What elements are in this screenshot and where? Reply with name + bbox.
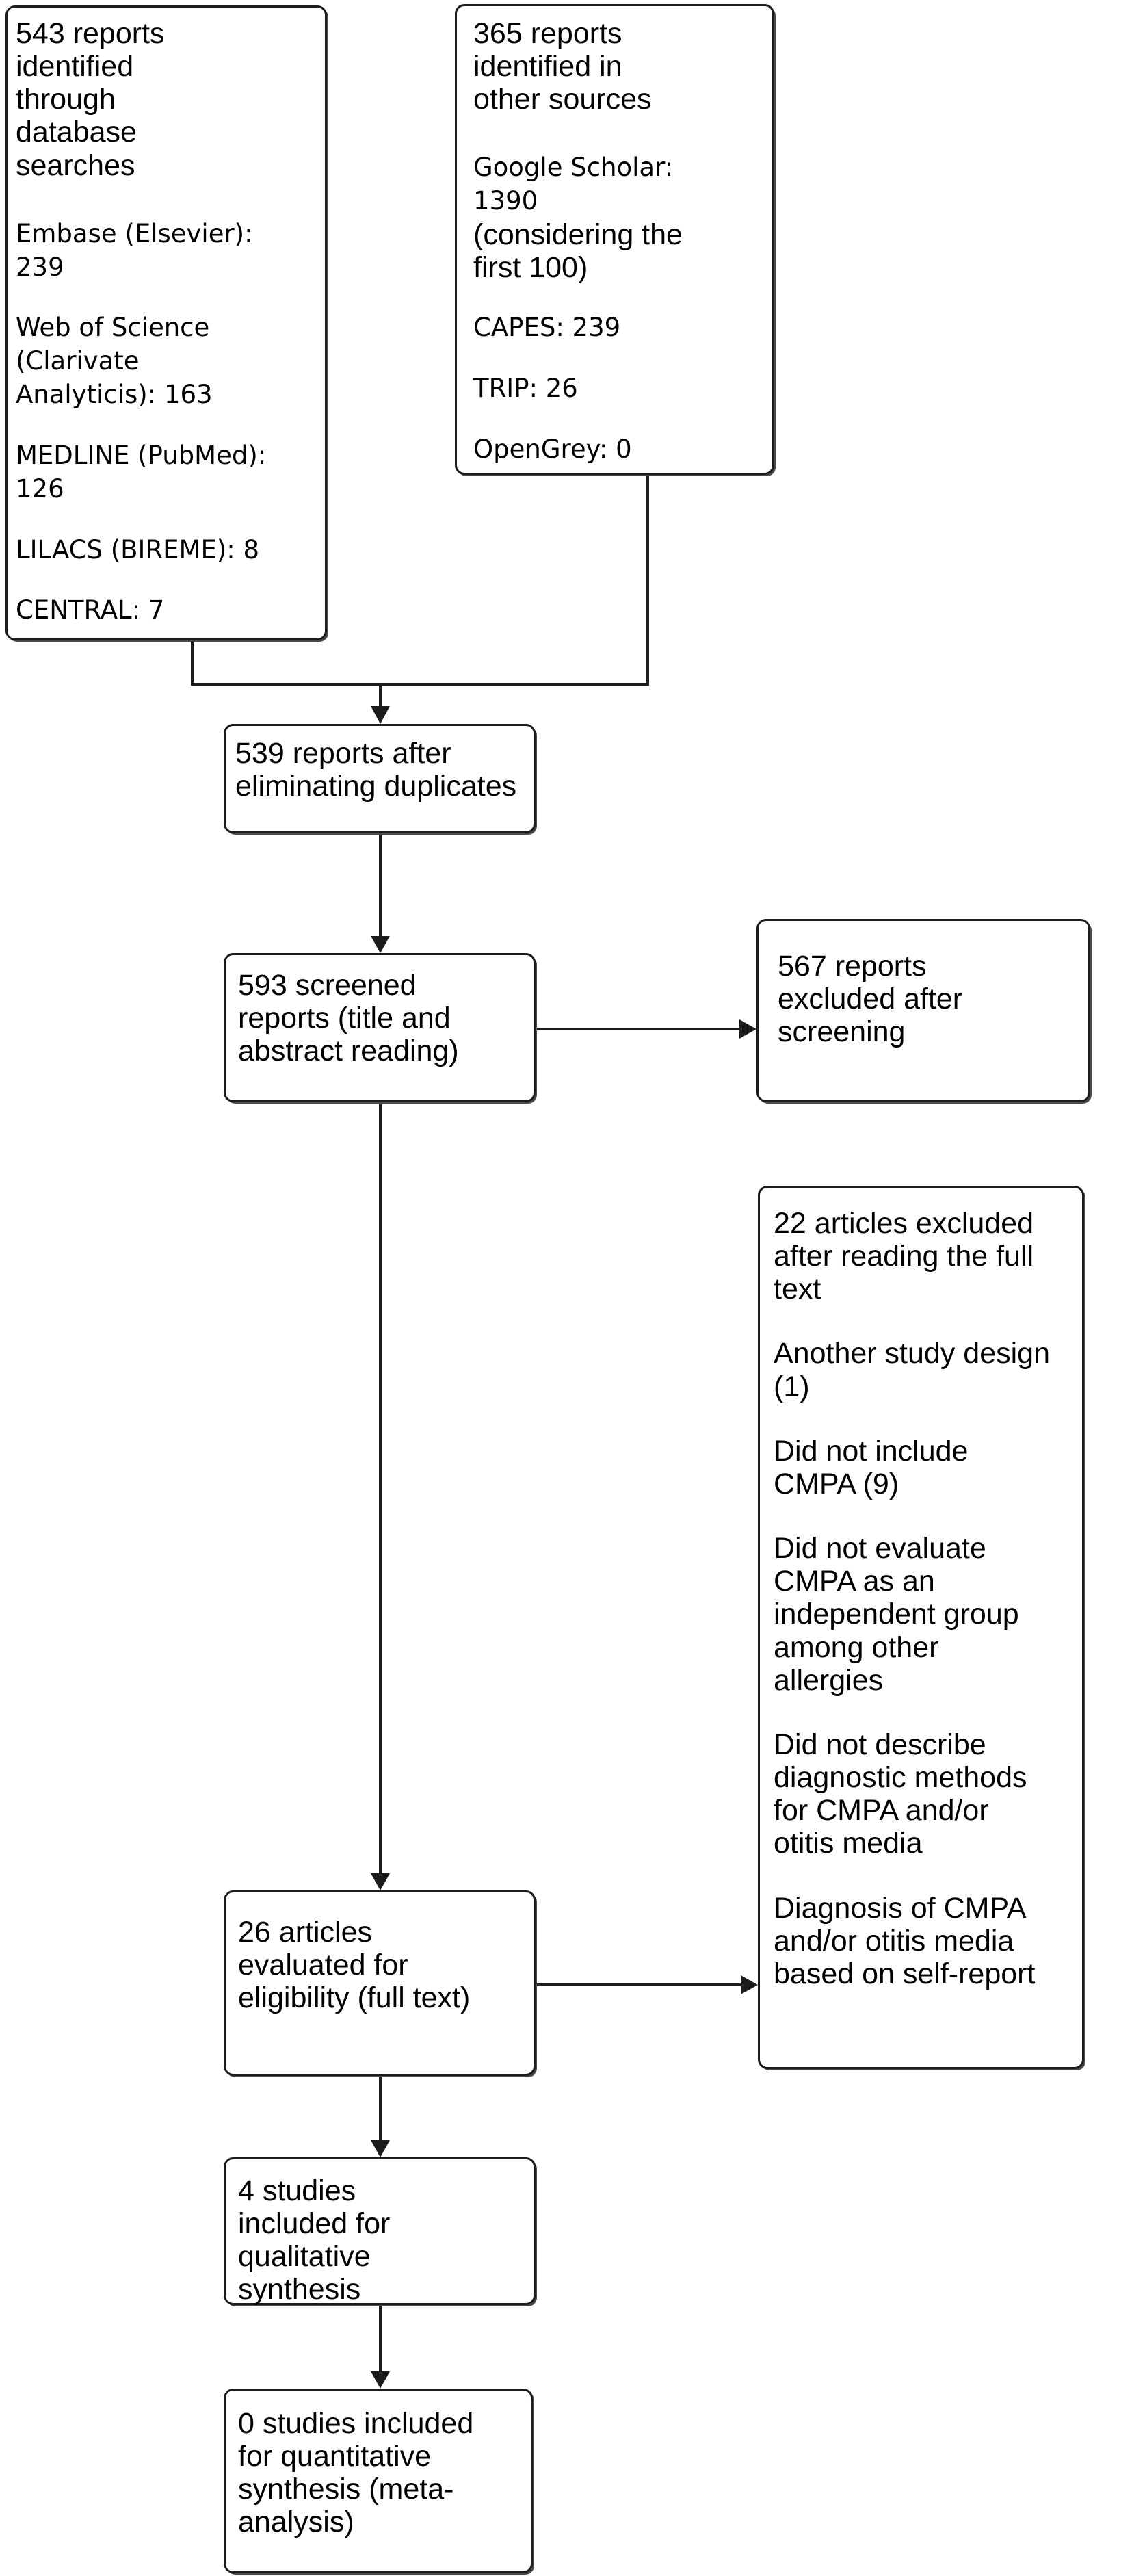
box-qualitative-synthesis: 4 studies included for qualitative synth… [224, 2157, 536, 2306]
exclusion-reason: Another study design (1) [774, 1337, 1050, 1403]
box-screened-reports: 593 screened reports (title and abstract… [224, 953, 536, 1102]
arrow-right-icon [741, 1975, 758, 1994]
box-heading: 567 reports excluded after screening [778, 950, 963, 1049]
database-count-item: Web of Science (Clarivate Analyticis): 1… [16, 313, 213, 410]
box-heading: 539 reports after eliminating duplicates [235, 737, 517, 803]
database-count-item: MEDLINE (PubMed): 126 [16, 440, 267, 504]
database-count-item: LILACS (BIREME): 8 [16, 534, 260, 564]
database-count-item: Embase (Elsevier): 239 [16, 218, 253, 282]
box-quantitative-synthesis: 0 studies included for quantitative synt… [224, 2389, 533, 2573]
box-heading: 543 reports identified through database … [16, 17, 165, 182]
exclusion-reason: Did not include CMPA (9) [774, 1434, 969, 1500]
box-excluded-after-screening: 567 reports excluded after screening [756, 919, 1090, 1102]
exclusion-reason: Did not evaluate CMPA as an independent … [774, 1532, 1019, 1697]
box-heading: 4 studies included for qualitative synth… [238, 2174, 391, 2306]
arrow-down-icon [371, 2140, 390, 2157]
box-identified-database-searches: 543 reports identified through database … [5, 5, 327, 640]
box-evaluated-for-eligibility: 26 articles evaluated for eligibility (f… [224, 1890, 536, 2076]
box-heading: 0 studies included for quantitative synt… [238, 2407, 474, 2539]
source-count-item: OpenGrey: 0 [473, 434, 632, 465]
box-excluded-after-full-text: 22 articles excluded after reading the f… [758, 1186, 1084, 2069]
source-count-text: Google Scholar: 1390 [473, 153, 674, 216]
source-count-item: CAPES: 239 [473, 313, 621, 343]
box-heading: 26 articles evaluated for eligibility (f… [238, 1916, 471, 2015]
box-after-eliminating-duplicates: 539 reports after eliminating duplicates [224, 724, 536, 833]
arrow-right-icon [739, 1019, 756, 1039]
exclusion-reason: Did not describe diagnostic methods for … [774, 1728, 1027, 1860]
box-heading: 22 articles excluded after reading the f… [774, 1207, 1034, 1306]
source-count-item: Google Scholar: 1390 (considering the fi… [473, 151, 713, 284]
source-count-note: (considering the first 100) [473, 218, 683, 285]
arrow-down-icon [371, 2371, 390, 2389]
arrow-down-icon [371, 706, 390, 724]
source-count-item: TRIP: 26 [473, 374, 578, 404]
database-count-item: CENTRAL: 7 [16, 595, 165, 625]
box-heading: 593 screened reports (title and abstract… [238, 969, 459, 1068]
box-heading: 365 reports identified in other sources [473, 17, 652, 116]
box-identified-other-sources: 365 reports identified in other sources … [455, 4, 774, 475]
arrow-down-icon [371, 936, 390, 953]
exclusion-reason: Diagnosis of CMPA and/or otitis media ba… [774, 1891, 1036, 1990]
arrow-down-icon [371, 1873, 390, 1890]
